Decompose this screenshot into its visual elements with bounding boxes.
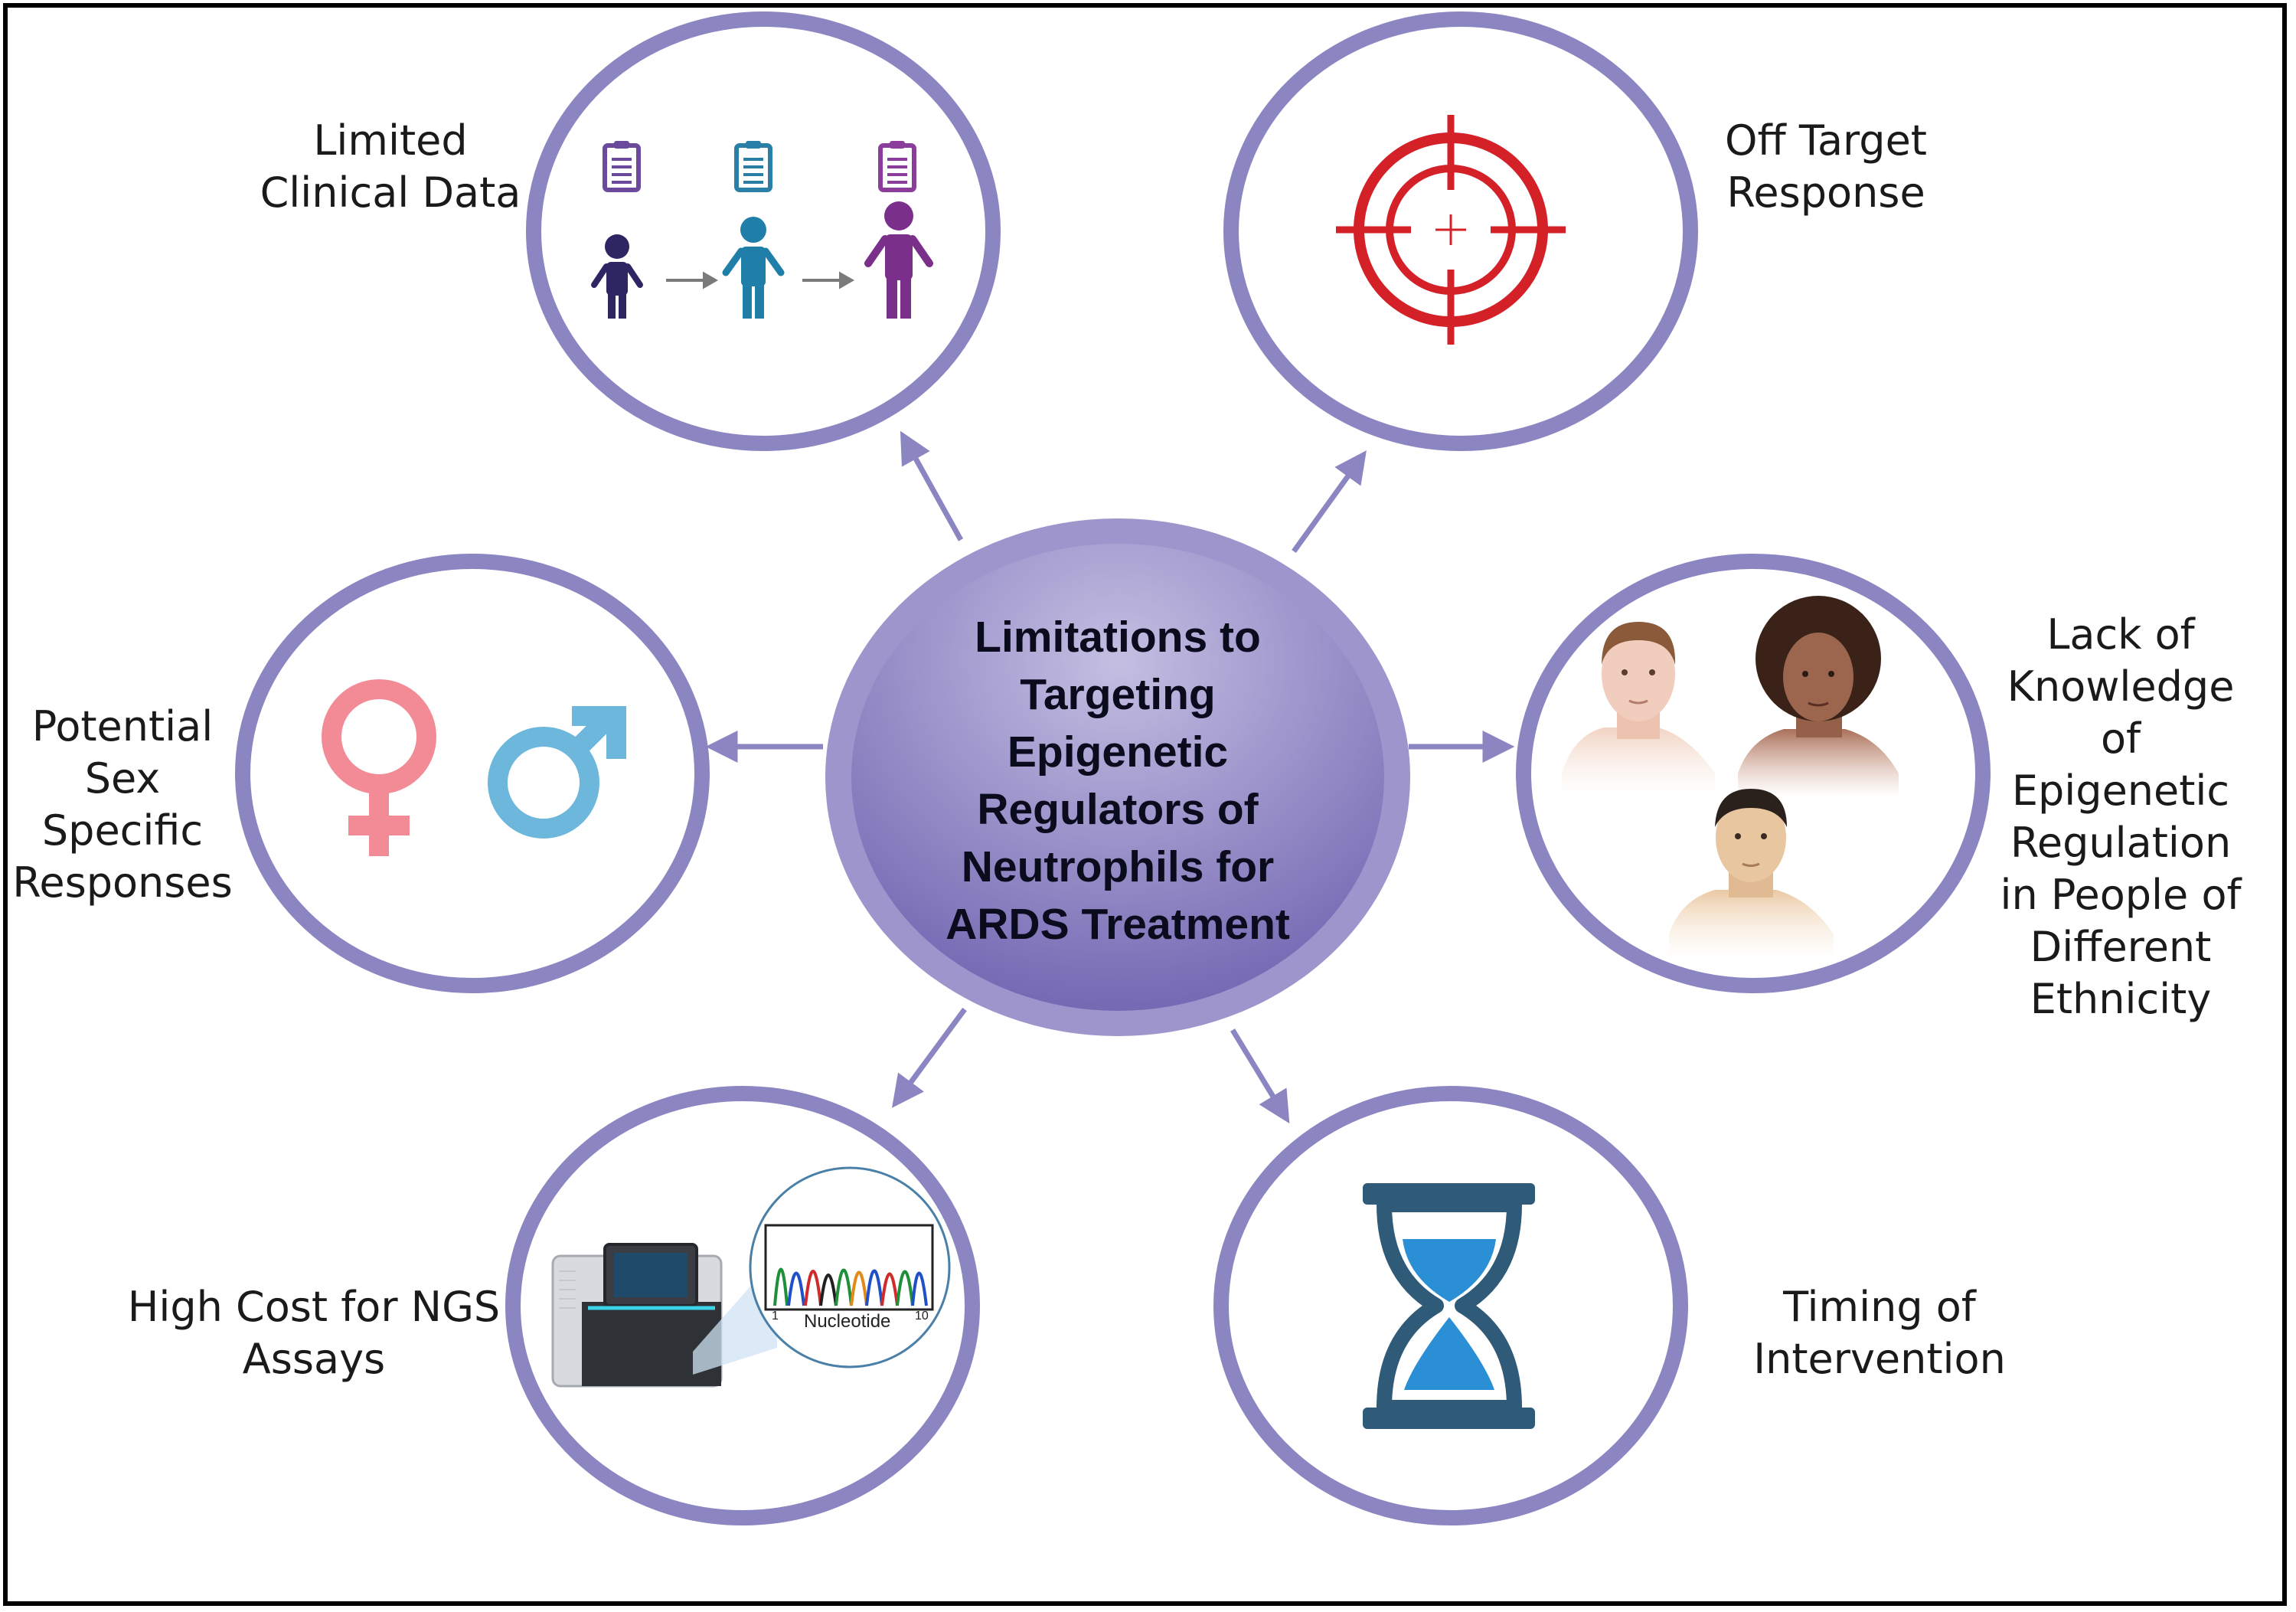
sequencer-machine-icon <box>551 1243 777 1388</box>
person-icon <box>591 234 643 319</box>
label-timing: Timing of Intervention <box>1753 1283 2006 1383</box>
arrow-to-clinical <box>900 430 964 541</box>
arrow-to-ngs <box>892 1007 967 1108</box>
chromatogram-axis-start: 1 <box>772 1310 779 1323</box>
clipboard-icon <box>878 141 916 192</box>
chromatogram-x-label: Nucleotide <box>804 1311 891 1332</box>
arrow-to-offtarget <box>1292 450 1367 554</box>
male-symbol-icon <box>488 706 626 839</box>
face-icon <box>1562 622 1715 796</box>
clinical-icons <box>591 141 933 319</box>
hourglass-icon <box>1363 1183 1535 1429</box>
ring-offtarget <box>1223 11 1698 451</box>
female-symbol-icon <box>322 679 436 856</box>
clipboard-icon <box>603 141 641 192</box>
arrow-to-timing <box>1230 1028 1290 1124</box>
crosshair-target-icon <box>1336 115 1566 345</box>
face-icon <box>1738 596 1899 796</box>
chromatogram-icon <box>749 1166 951 1368</box>
connector-arrows <box>705 430 1515 1124</box>
progression-arrows <box>666 271 855 289</box>
label-clinical: Limited Clinical Data <box>260 116 521 217</box>
center-node <box>825 518 1410 1036</box>
ring-sex <box>235 554 710 993</box>
center-title: Limitations to Targeting Epigenetic Regu… <box>946 613 1290 949</box>
chromatogram-axis-end: 10 <box>915 1310 929 1323</box>
person-icon <box>864 201 933 319</box>
label-sex: Potential Sex Specific Responses <box>12 702 233 907</box>
face-icon <box>1669 789 1834 961</box>
label-offtarget: Off Target Response <box>1725 116 1927 217</box>
label-ethnicity: Lack of Knowledge of Epigenetic Regulati… <box>2000 610 2242 1023</box>
label-ngs: High Cost for NGS Assays <box>127 1283 501 1383</box>
clipboard-icon <box>734 141 772 192</box>
person-icon <box>722 217 785 319</box>
